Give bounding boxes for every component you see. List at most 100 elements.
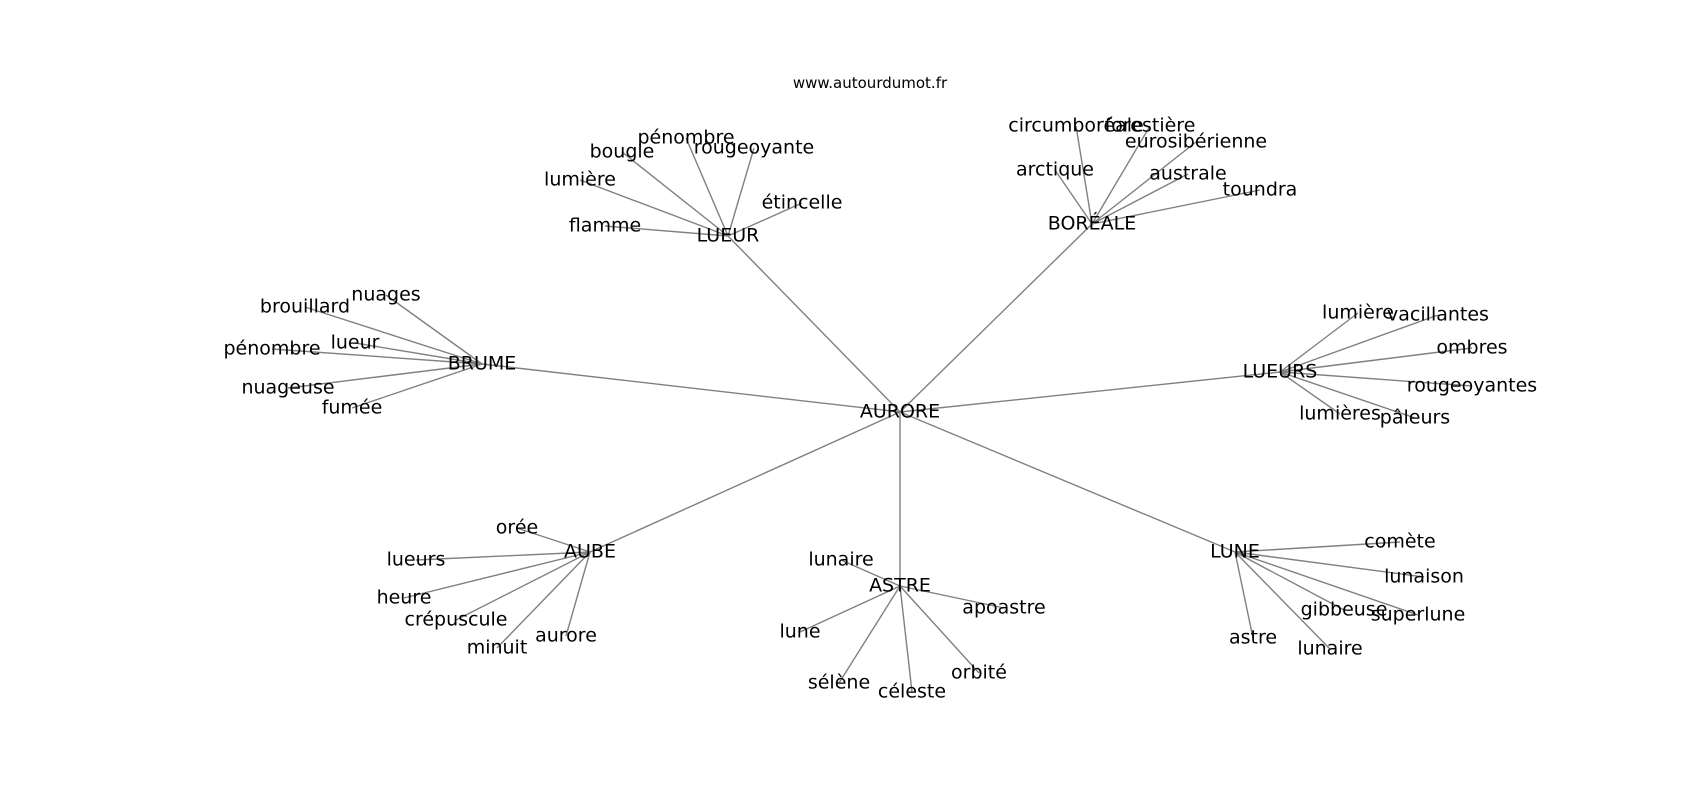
node-word-aube-lueurs[interactable]: lueurs [387,549,446,571]
edge-astre-selene [838,585,901,684]
node-word-brume-penombre[interactable]: pénombre [223,338,320,360]
node-word-lune-gibbeuse[interactable]: gibbeuse [1301,599,1388,621]
edge-lueurs-vacillantes [1279,314,1439,373]
edge-brume-penombre [271,348,483,365]
node-word-brume-nuages[interactable]: nuages [351,284,420,306]
edge-boreale-eurosiberienne [1091,141,1197,225]
edge-lueurs-ombres [1279,347,1473,373]
graph-edges [271,125,1473,693]
edge-boreale-australe [1091,173,1189,225]
edge-aurore-lueur [727,235,901,413]
node-word-lueur-etincelle[interactable]: étincelle [762,192,843,214]
edge-astre-celeste [899,585,913,693]
node-hub-boreale[interactable]: BORÉALE [1048,212,1136,235]
edge-astre-apoastre [899,585,1005,609]
node-center-aurore[interactable]: AURORE [860,401,940,423]
node-word-astre-selene[interactable]: sélène [808,672,870,694]
edge-aurore-aube [589,411,901,553]
edge-lueur-bougie [621,151,729,237]
node-word-brume-fumee[interactable]: fumée [322,397,383,419]
edge-boreale-forestiere [1091,125,1151,225]
edge-lueur-lumiere [579,179,729,237]
edge-astre-lunaire [840,559,901,587]
edge-lune-gibbeuse [1234,551,1345,611]
edge-lueurs-lumieres [1279,371,1341,415]
node-word-astre-apoastre[interactable]: apoastre [962,597,1045,619]
node-word-lune-lunaison[interactable]: lunaison [1384,566,1464,588]
node-word-lueur-rougeoyante[interactable]: rougeoyante [694,137,815,159]
edge-aurore-boreale [899,223,1093,413]
edge-brume-nuageuse [287,363,483,389]
node-word-aube-crepuscule[interactable]: crépuscule [405,609,508,631]
edge-lune-lunaire [1234,551,1331,650]
node-word-boreale-australe[interactable]: australe [1149,163,1226,185]
node-word-astre-lune[interactable]: lune [779,621,820,643]
edge-brume-brouillard [304,306,483,365]
node-word-aube-minuit[interactable]: minuit [467,637,528,659]
node-word-lueurs-paleurs[interactable]: pâleurs [1380,407,1450,429]
node-word-brume-nuageuse[interactable]: nuageuse [241,377,334,399]
node-word-lueur-flamme[interactable]: flamme [569,215,641,237]
edge-lune-astre [1234,551,1254,639]
node-hub-astre[interactable]: ASTRE [869,575,931,597]
node-word-astre-celeste[interactable]: céleste [878,681,946,703]
node-hub-lueurs[interactable]: LUEURS [1243,361,1318,383]
node-word-boreale-circumboreale[interactable]: circumboréale [1008,115,1144,137]
node-word-boreale-forestiere[interactable]: forestière [1105,115,1196,137]
node-word-lueur-penombre[interactable]: pénombre [637,127,734,149]
edge-aube-aurore [565,551,591,637]
edge-boreale-toundra [1091,189,1261,225]
edge-boreale-circumboreale [1075,125,1093,225]
edge-lune-superlune [1234,551,1419,616]
node-word-lune-lunaire[interactable]: lunaire [1297,638,1362,660]
edge-aube-heure [403,551,591,599]
node-hub-lueur[interactable]: LUEUR [697,225,760,247]
edge-lueur-penombre [685,137,729,237]
node-hub-brume[interactable]: BRUME [448,353,517,375]
edge-aube-lueurs [415,551,591,561]
edge-boreale-arctique [1054,169,1093,225]
edge-lune-lunaison [1234,551,1425,578]
node-word-brume-lueur[interactable]: lueur [331,332,380,354]
edge-astre-orbite [899,585,980,674]
edge-aube-crepuscule [455,551,591,621]
node-word-aube-heure[interactable]: heure [377,587,432,609]
edge-lueur-rougeoyante [727,147,755,237]
node-word-lueurs-vacillantes[interactable]: vacillantes [1387,304,1489,326]
node-word-boreale-eurosiberienne[interactable]: eurosibérienne [1125,131,1267,153]
edge-aurore-brume [481,363,901,413]
edge-aube-oree [516,527,591,553]
node-word-boreale-arctique[interactable]: arctique [1016,159,1094,181]
node-word-astre-lunaire[interactable]: lunaire [808,549,873,571]
node-word-astre-orbite[interactable]: orbité [951,662,1007,684]
node-word-lune-astre[interactable]: astre [1229,627,1277,649]
node-word-lueur-bougie[interactable]: bougie [590,141,655,163]
edge-brume-fumee [351,363,483,409]
edge-lueur-flamme [604,225,729,237]
edge-astre-lune [799,585,901,633]
node-word-boreale-toundra[interactable]: toundra [1223,179,1298,201]
node-word-lueur-lumiere[interactable]: lumière [544,169,616,191]
node-word-lueurs-lumieres[interactable]: lumières [1299,403,1381,425]
node-word-lune-superlune[interactable]: superlune [1371,604,1466,626]
node-word-aube-aurore[interactable]: aurore [535,625,597,647]
edge-lueurs-lumiere [1279,312,1359,373]
edge-brume-nuages [385,294,483,365]
node-hub-lune[interactable]: LUNE [1210,541,1260,563]
node-word-aube-oree[interactable]: orée [496,517,538,539]
node-word-lueurs-rougeoyantes[interactable]: rougeoyantes [1407,375,1537,397]
edge-lueurs-rougeoyantes [1279,371,1473,387]
node-hub-aube[interactable]: AUBE [564,541,616,563]
edge-aube-minuit [496,551,591,649]
node-word-lune-comete[interactable]: comète [1364,531,1435,553]
edge-lueurs-paleurs [1279,371,1416,419]
edge-aurore-lune [899,411,1236,553]
edge-lune-comete [1234,541,1401,553]
node-word-lueurs-ombres[interactable]: ombres [1436,337,1507,359]
edge-brume-lueur [354,342,483,365]
site-watermark: www.autourdumot.fr [793,74,948,92]
node-word-lueurs-lumiere[interactable]: lumière [1322,302,1394,324]
node-word-brume-brouillard[interactable]: brouillard [260,296,350,318]
